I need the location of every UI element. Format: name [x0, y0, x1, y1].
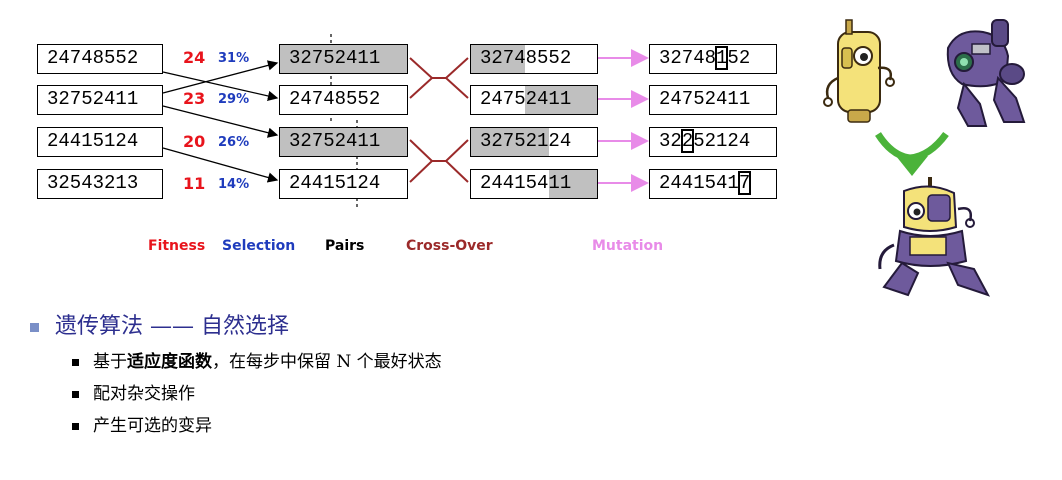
pair-string: 32752411 [279, 44, 408, 74]
crossover-string: 32748552 [470, 44, 598, 74]
caption-fitness: Fitness [148, 238, 206, 254]
sub-bullet: 基于适应度函数，在每步中保留 N 个最好状态 [72, 347, 442, 372]
population-string: 24748552 [37, 44, 163, 74]
mutated-gene: 7 [737, 171, 752, 195]
fitness-value: 23 [183, 89, 206, 108]
crossover-connector [409, 139, 469, 183]
selection-line [162, 147, 279, 183]
population-string: 32752411 [37, 85, 163, 115]
caption-mutation: Mutation [592, 238, 664, 254]
pair-string: 32752411 [279, 127, 408, 157]
main-bullet: 遗传算法 —— 自然选择 [30, 308, 289, 340]
pair-string: 24415124 [279, 169, 408, 199]
selection-percent: 31% [218, 51, 250, 66]
mutation-string: 32252124 [649, 127, 777, 157]
mutated-gene: 1 [714, 46, 729, 70]
selection-percent: 29% [218, 92, 250, 107]
caption-pairs: Pairs [325, 238, 365, 254]
mutated-gene: 2 [680, 129, 695, 153]
mutation-string: 24752411 [649, 85, 777, 115]
crossover-string: 24752411 [470, 85, 598, 115]
crossover-string: 32752124 [470, 127, 598, 157]
merge-arrow-icon [875, 131, 949, 176]
selection-line [162, 60, 279, 94]
robot-parent-purple-icon [946, 19, 1026, 127]
population-string: 24415124 [37, 127, 163, 157]
sub-bullet: 产生可选的变异 [72, 411, 212, 436]
selection-line [162, 105, 279, 138]
crossover-string: 24415411 [470, 169, 598, 199]
fitness-value: 11 [183, 174, 206, 193]
robot-child-icon [878, 177, 991, 297]
selection-percent: 26% [218, 135, 250, 150]
caption-crossover: Cross-Over [406, 238, 493, 254]
selection-line [162, 71, 279, 102]
pair-string: 24748552 [279, 85, 408, 115]
robot-parent-yellow-icon [823, 19, 895, 123]
selection-percent: 14% [218, 177, 250, 192]
mutation-string: 24415417 [649, 169, 777, 199]
fitness-value: 24 [183, 48, 206, 67]
fitness-value: 20 [183, 132, 206, 151]
sub-bullet: 配对杂交操作 [72, 379, 195, 404]
caption-selection: Selection [222, 238, 296, 254]
crossover-connector [409, 57, 469, 99]
mutation-string: 32748152 [649, 44, 777, 74]
population-string: 32543213 [37, 169, 163, 199]
